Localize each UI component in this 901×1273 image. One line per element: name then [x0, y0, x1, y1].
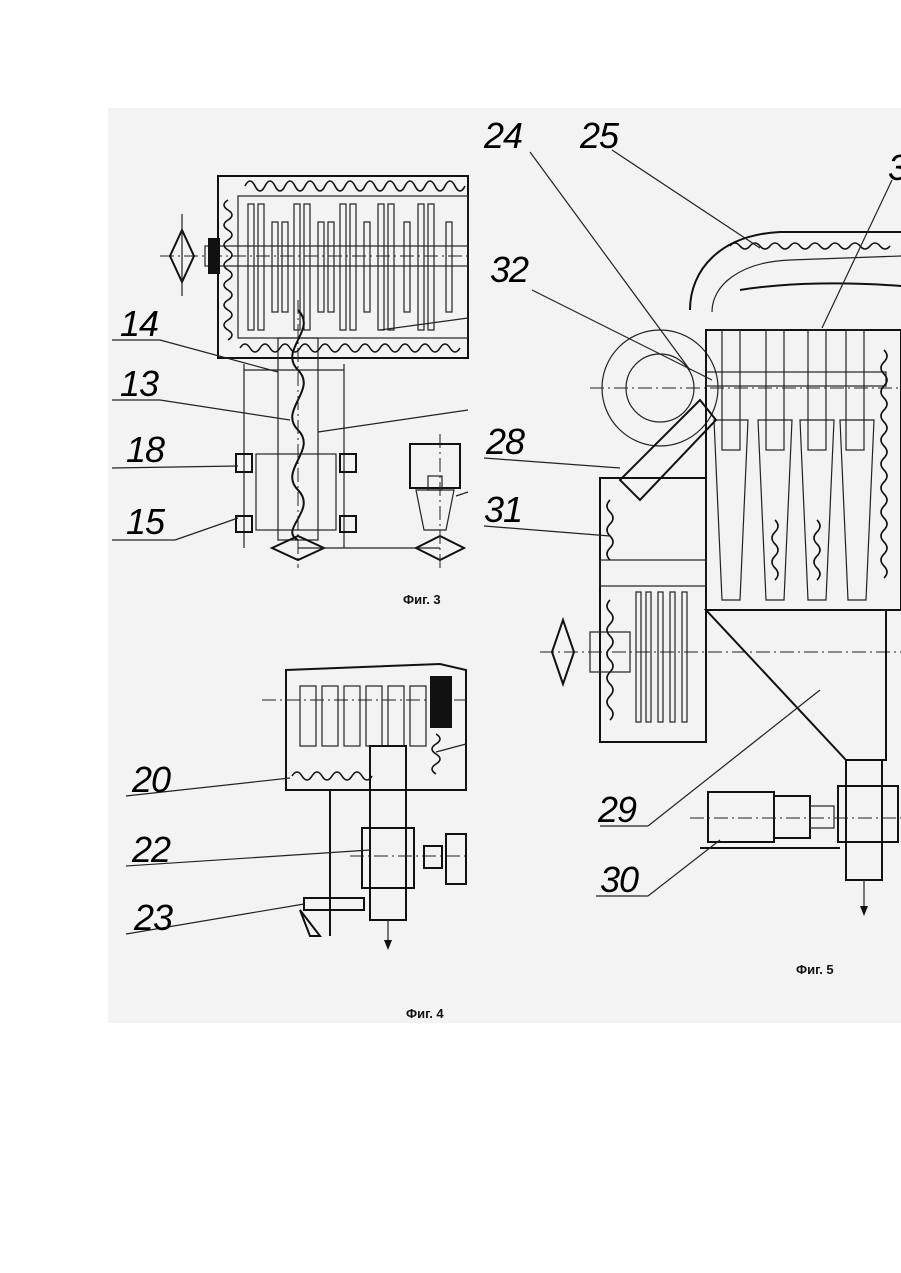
fig5-caption: Фиг. 5: [796, 962, 834, 977]
fig3-callout-15: 15: [126, 501, 166, 542]
fig3-callout-13: 13: [120, 363, 159, 404]
fig4-caption: Фиг. 4: [406, 1006, 444, 1021]
fig5-callout-29: 29: [597, 789, 637, 830]
fig5-callout-31: 31: [484, 489, 522, 530]
fig5-callout-24: 24: [483, 115, 522, 156]
fig3-caption: Фиг. 3: [403, 592, 441, 607]
fig4-callout-22: 22: [131, 829, 171, 870]
fig5-callout-28: 28: [485, 421, 525, 462]
fig4-callout-23: 23: [133, 897, 173, 938]
fig5-callout-32: 32: [490, 249, 529, 290]
fig4-callout-20: 20: [131, 759, 171, 800]
fig3-bearing: [208, 238, 220, 274]
scan-area: [108, 108, 901, 1023]
fig5-callout-3-partial: 3: [888, 147, 901, 188]
fig5-callout-25: 25: [579, 115, 620, 156]
fig3-callout-18: 18: [126, 429, 165, 470]
fig3-callout-14: 14: [120, 303, 158, 344]
fig5-callout-30: 30: [600, 859, 639, 900]
